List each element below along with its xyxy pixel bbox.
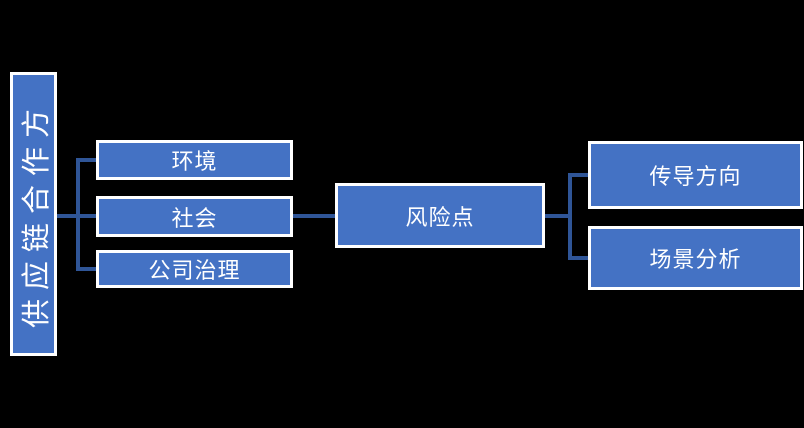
node-supply-chain-partner-label: 供应链合作方 bbox=[20, 99, 53, 329]
node-scenario-analysis: 场景分析 bbox=[588, 226, 803, 290]
connector-to-governance bbox=[78, 267, 96, 271]
node-risk-point: 风险点 bbox=[335, 183, 545, 248]
node-society-label: 社会 bbox=[171, 205, 218, 231]
connector-to-direction bbox=[570, 173, 588, 177]
connector-root-trunk bbox=[55, 214, 78, 218]
node-transmission-direction: 传导方向 bbox=[588, 141, 803, 209]
connector-to-environment bbox=[78, 158, 96, 162]
node-governance-label: 公司治理 bbox=[148, 258, 241, 283]
connector-risk-trunk bbox=[545, 214, 570, 218]
connector-to-society bbox=[78, 214, 96, 218]
node-risk-point-label: 风险点 bbox=[405, 204, 475, 230]
node-environment: 环境 bbox=[96, 140, 293, 180]
connector-to-scenario bbox=[570, 256, 588, 260]
connector-right-vertical bbox=[568, 173, 572, 260]
node-environment-label: 环境 bbox=[171, 149, 218, 174]
connector-society-to-risk bbox=[293, 214, 335, 218]
node-scenario-analysis-label: 场景分析 bbox=[649, 247, 742, 272]
node-society: 社会 bbox=[96, 196, 293, 237]
node-transmission-direction-label: 传导方向 bbox=[649, 164, 742, 189]
node-governance: 公司治理 bbox=[96, 250, 293, 288]
node-supply-chain-partner: 供应链合作方 bbox=[10, 72, 57, 356]
